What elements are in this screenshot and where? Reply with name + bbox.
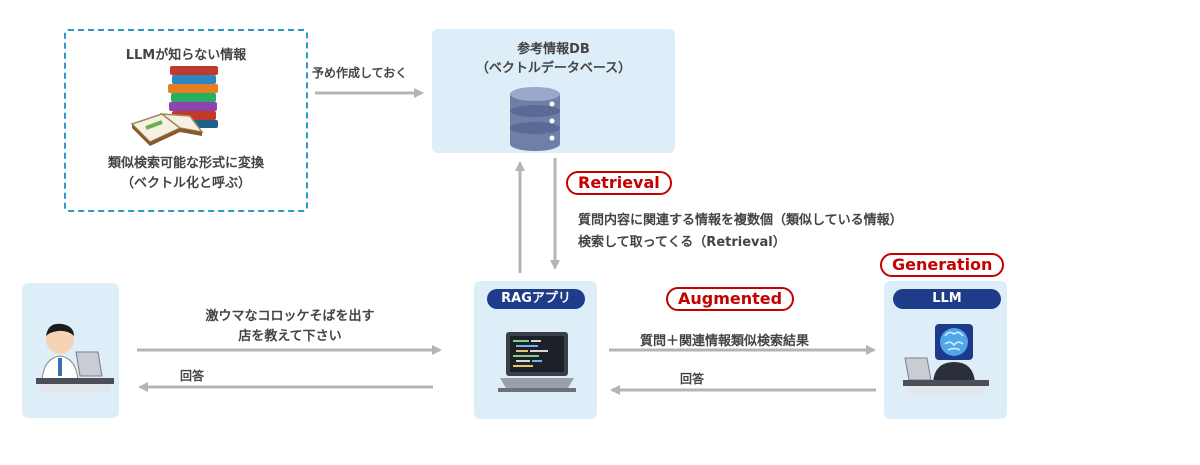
llm-label: LLM xyxy=(893,289,1001,309)
unknown-info-desc-line1: 類似検索可能な形式に変換 xyxy=(107,156,264,171)
user-box xyxy=(22,283,119,418)
user-question-line1: 激ウマなコロッケそばを出す xyxy=(205,309,375,324)
augmented-arrow-label: 質問＋関連情報類似検索結果 xyxy=(640,334,810,349)
retrieval-desc-line2: 検索して取ってくる（Retrieval） xyxy=(578,235,786,250)
vector-db-title-line1: 参考情報DB xyxy=(517,42,590,57)
prep-arrow-label: 予め作成しておく xyxy=(312,66,408,80)
books-icon xyxy=(130,66,218,146)
unknown-info-desc-line2: （ベクトル化と呼ぶ） xyxy=(120,176,251,191)
rag-app-label: RAGアプリ xyxy=(487,289,585,309)
augmented-tag: Augmented xyxy=(666,287,795,311)
retrieval-desc-line1: 質問内容に関連する情報を複数個（類似している情報） xyxy=(578,213,903,228)
user-at-laptop-icon xyxy=(36,323,114,392)
generation-tag: Generation xyxy=(880,253,1005,277)
user-answer-label: 回答 xyxy=(180,369,205,383)
laptop-code-icon xyxy=(498,332,576,392)
unknown-info-title: LLMが知らない情報 xyxy=(125,48,247,63)
ai-brain-robot-icon xyxy=(903,324,989,394)
user-question-line2: 店を教えて下さい xyxy=(238,329,342,344)
database-icon xyxy=(510,87,560,151)
vector-db-title-line2: （ベクトルデータベース） xyxy=(475,61,632,76)
retrieval-tag: Retrieval xyxy=(566,171,672,195)
llm-answer-label: 回答 xyxy=(680,372,705,386)
